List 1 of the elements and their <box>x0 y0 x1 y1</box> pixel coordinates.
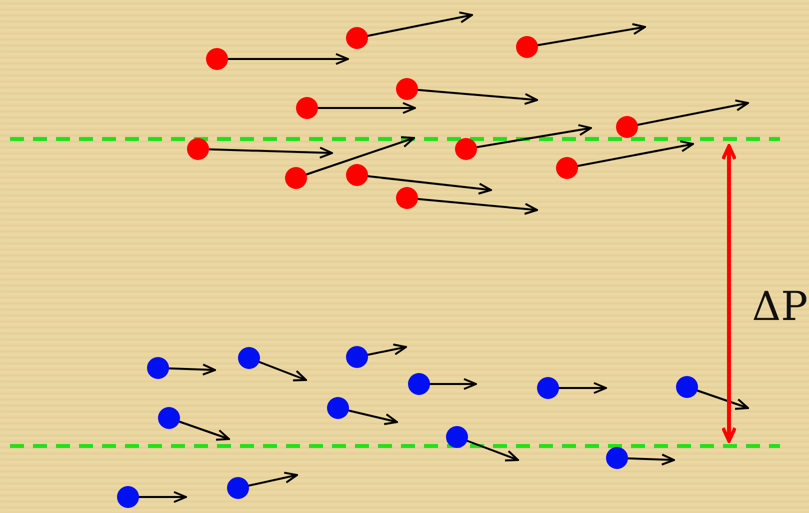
pressure-difference-label: ΔP <box>752 284 808 330</box>
